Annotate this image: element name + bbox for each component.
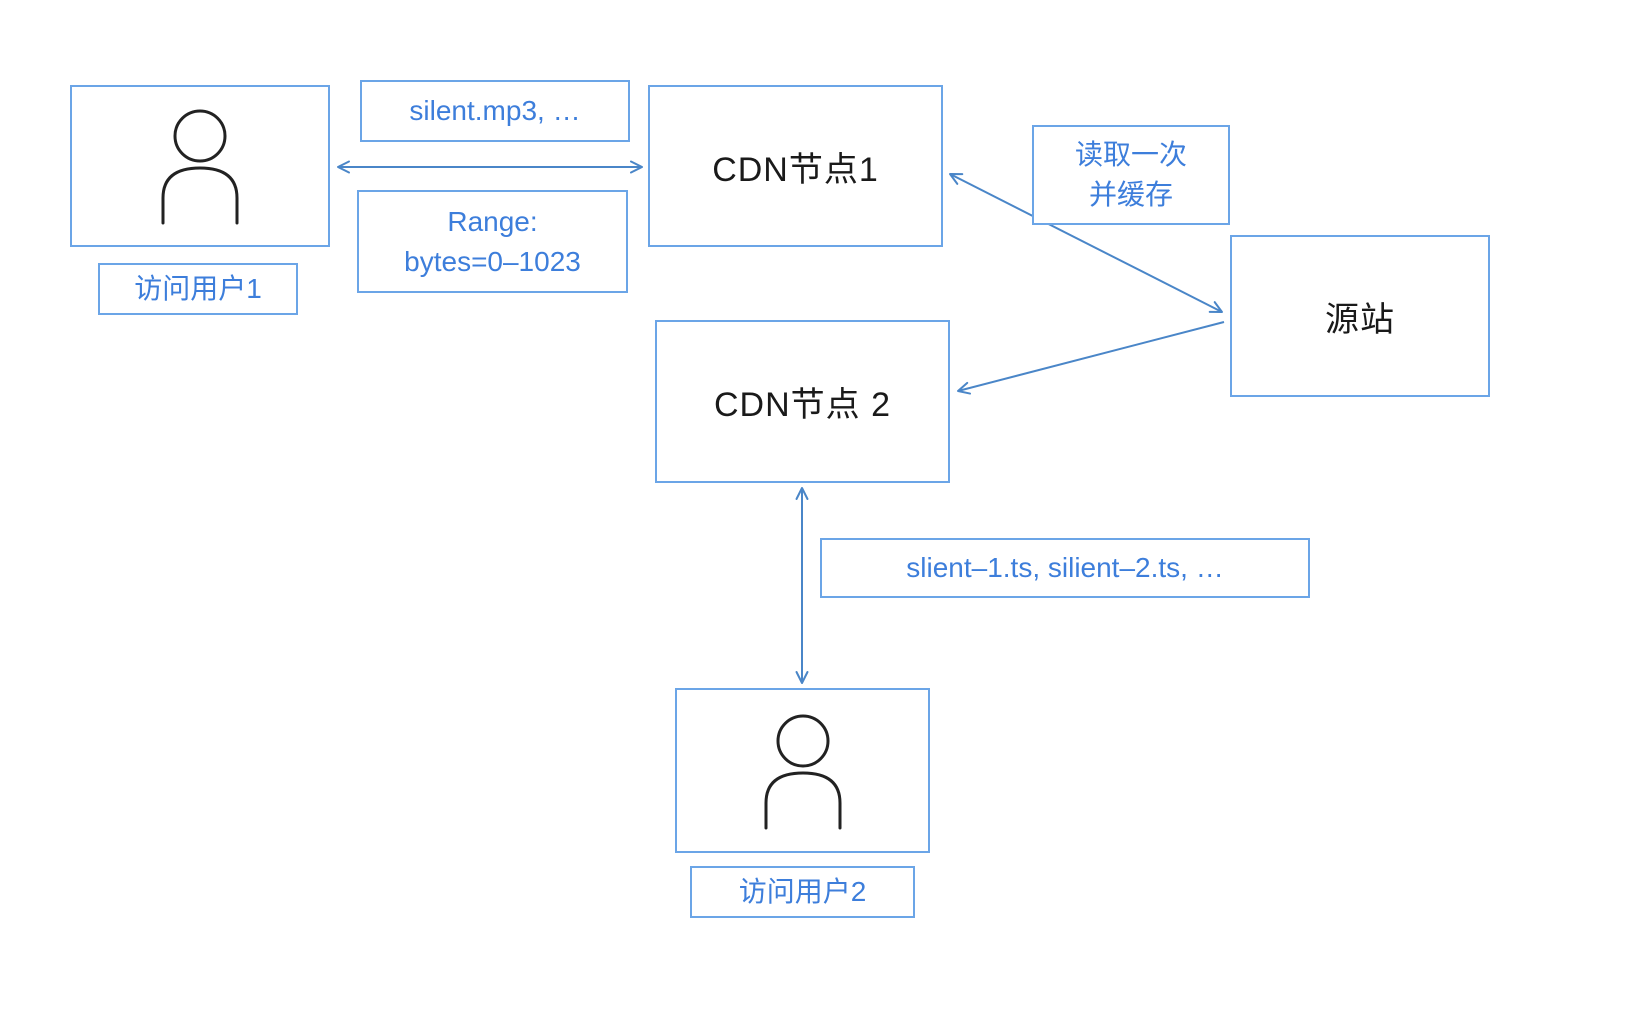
label-user1-text: 访问用户1 xyxy=(134,273,262,304)
annotation-range-value: bytes=0–1023 xyxy=(404,245,581,277)
annotation-file-request-text: silent.mp3, … xyxy=(409,95,581,126)
annotation-range-header: Range: xyxy=(447,205,538,237)
node-user1 xyxy=(70,85,330,247)
node-cdn2: CDN节点 2 xyxy=(655,320,950,483)
node-cdn1: CDN节点1 xyxy=(648,85,943,247)
annotation-cache-note-line1: 读取一次 xyxy=(1074,139,1187,170)
node-user2 xyxy=(675,688,930,853)
annotation-segment-request: slient–1.ts, silient–2.ts, … xyxy=(820,538,1310,598)
person-icon xyxy=(764,714,841,829)
annotation-cache-note: 读取一次 并缓存 xyxy=(1032,125,1230,225)
node-cdn1-text: CDN节点1 xyxy=(712,150,879,189)
annotation-cache-note-line2: 并缓存 xyxy=(1088,179,1173,210)
label-user2: 访问用户2 xyxy=(690,866,915,918)
label-user2-text: 访问用户2 xyxy=(738,876,867,907)
annotation-segment-request-text: slient–1.ts, silient–2.ts, … xyxy=(906,552,1224,583)
label-user1: 访问用户1 xyxy=(98,263,298,315)
annotation-range: Range: bytes=0–1023 xyxy=(357,190,628,293)
node-origin-text: 源站 xyxy=(1325,300,1395,339)
arrow-cdn1-origin xyxy=(949,173,1223,313)
arrow-origin-cdn2 xyxy=(957,321,1225,395)
node-cdn2-text: CDN节点 2 xyxy=(713,386,892,424)
person-icon xyxy=(161,109,239,225)
node-origin: 源站 xyxy=(1230,235,1490,397)
annotation-file-request: silent.mp3, … xyxy=(360,80,630,142)
